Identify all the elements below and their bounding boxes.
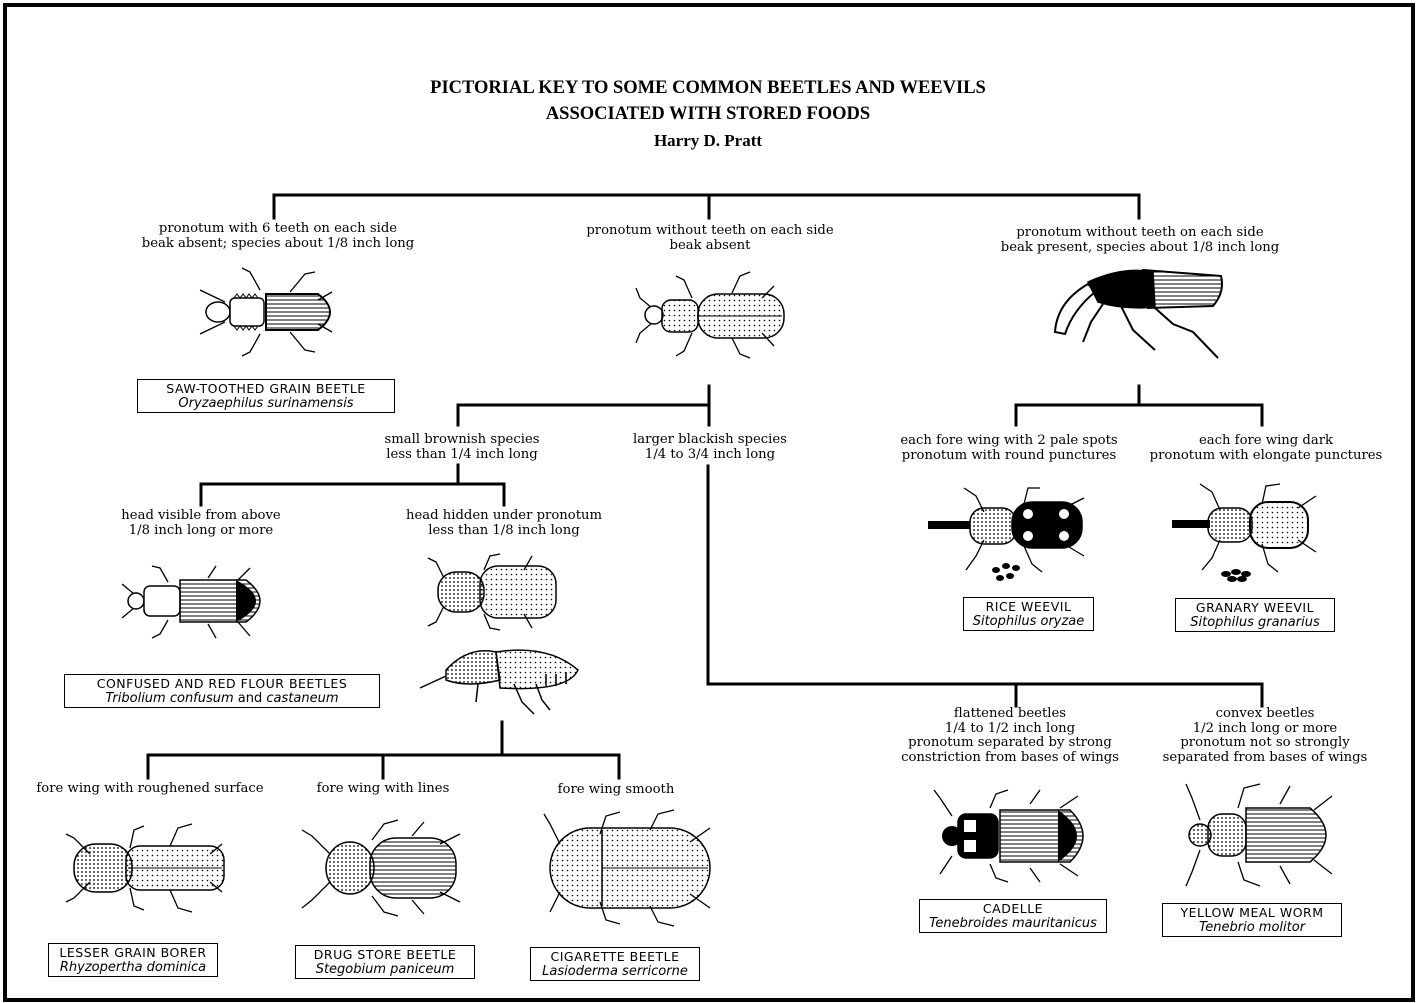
group-head-hidden-line2: less than 1/8 inch long bbox=[406, 524, 602, 539]
group-pale-spots-text: each fore wing with 2 pale spots pronotu… bbox=[900, 434, 1117, 463]
group-smooth-line1: fore wing smooth bbox=[558, 783, 675, 798]
species-label-lesser-grain-borer: LESSER GRAIN BORER Rhyzopertha dominica bbox=[48, 943, 218, 977]
group-teeth-text: pronotum with 6 teeth on each side beak … bbox=[142, 222, 415, 251]
group-flattened-text: flattened beetles 1/4 to 1/2 inch long p… bbox=[901, 707, 1119, 765]
group-smooth-text: fore wing smooth bbox=[558, 783, 675, 798]
group-wing-dark-line1: each fore wing dark bbox=[1150, 434, 1383, 449]
group-roughened-text: fore wing with roughened surface bbox=[36, 782, 263, 797]
group-convex-line1: convex beetles bbox=[1163, 707, 1368, 722]
granary-weevil-common-name: GRANARY WEEVIL bbox=[1180, 600, 1330, 615]
group-lines-line1: fore wing with lines bbox=[317, 782, 450, 797]
species-label-rice-weevil: RICE WEEVIL Sitophilus oryzae bbox=[963, 597, 1094, 631]
drug-store-common-name: DRUG STORE BEETLE bbox=[300, 947, 470, 962]
species-label-cadelle: CADELLE Tenebroides mauritanicus bbox=[919, 899, 1107, 933]
saw-toothed-grain-beetle-drawing bbox=[190, 262, 350, 362]
cigarette-scientific-name: Lasioderma serricorne bbox=[535, 964, 695, 979]
cadelle-scientific-name: Tenebroides mauritanicus bbox=[924, 916, 1102, 931]
confused-sci-and: and bbox=[234, 691, 267, 706]
group-larger-blackish-line1: larger blackish species bbox=[633, 433, 787, 448]
group-beak-line1: pronotum without teeth on each side bbox=[1001, 226, 1280, 241]
group-convex-line3: pronotum not so strongly bbox=[1163, 736, 1368, 751]
rice-weevil-scientific-name: Sitophilus oryzae bbox=[968, 614, 1089, 629]
group-convex-text: convex beetles 1/2 inch long or more pro… bbox=[1163, 707, 1368, 765]
group-beak-text: pronotum without teeth on each side beak… bbox=[1001, 226, 1280, 255]
head-hidden-beetle-side-drawing bbox=[418, 640, 588, 720]
confused-sci-b: castaneum bbox=[266, 691, 338, 706]
granary-weevil-drawing bbox=[1170, 480, 1340, 585]
cadelle-drawing bbox=[930, 786, 1100, 886]
granary-weevil-scientific-name: Sitophilus granarius bbox=[1180, 615, 1330, 630]
group-flattened-line4: constriction from bases of wings bbox=[901, 751, 1119, 766]
group-flattened-line2: 1/4 to 1/2 inch long bbox=[901, 722, 1119, 737]
group-pale-spots-line1: each fore wing with 2 pale spots bbox=[900, 434, 1117, 449]
group-pale-spots-line2: pronotum with round punctures bbox=[900, 449, 1117, 464]
lesser-grain-borer-common-name: LESSER GRAIN BORER bbox=[53, 945, 213, 960]
group-head-hidden-line1: head hidden under pronotum bbox=[406, 509, 602, 524]
group-head-visible-line2: 1/8 inch long or more bbox=[121, 524, 280, 539]
group-small-brownish-line2: less than 1/4 inch long bbox=[384, 448, 539, 463]
species-label-yellow-meal-worm: YELLOW MEAL WORM Tenebrio molitor bbox=[1162, 903, 1342, 937]
confused-common-name: CONFUSED AND RED FLOUR BEETLES bbox=[69, 676, 375, 691]
group-lines-text: fore wing with lines bbox=[317, 782, 450, 797]
mealworm-scientific-name: Tenebrio molitor bbox=[1167, 920, 1337, 935]
drug-store-beetle-drawing bbox=[300, 816, 470, 921]
rice-weevil-drawing bbox=[924, 484, 1104, 584]
group-small-brownish-line1: small brownish species bbox=[384, 433, 539, 448]
group-wing-dark-line2: pronotum with elongate punctures bbox=[1150, 449, 1383, 464]
head-hidden-beetle-top-drawing bbox=[424, 552, 564, 632]
group-head-hidden-text: head hidden under pronotum less than 1/8… bbox=[406, 509, 602, 538]
group-convex-line2: 1/2 inch long or more bbox=[1163, 722, 1368, 737]
group-small-brownish-text: small brownish species less than 1/4 inc… bbox=[384, 433, 539, 462]
group-larger-blackish-text: larger blackish species 1/4 to 3/4 inch … bbox=[633, 433, 787, 462]
weevil-side-view-drawing bbox=[1043, 262, 1233, 367]
group-no-teeth-line2: beak absent bbox=[586, 239, 833, 254]
species-label-cigarette: CIGARETTE BEETLE Lasioderma serricorne bbox=[530, 947, 700, 981]
central-beetle-drawing bbox=[632, 268, 792, 363]
group-flattened-line3: pronotum separated by strong bbox=[901, 736, 1119, 751]
group-teeth-line1: pronotum with 6 teeth on each side bbox=[142, 222, 415, 237]
species-label-saw-toothed: SAW-TOOTHED GRAIN BEETLE Oryzaephilus su… bbox=[137, 379, 395, 413]
drug-store-scientific-name: Stegobium paniceum bbox=[300, 962, 470, 977]
confused-scientific-name: Tribolium confusum and castaneum bbox=[69, 691, 375, 706]
group-flattened-line1: flattened beetles bbox=[901, 707, 1119, 722]
group-no-teeth-text: pronotum without teeth on each side beak… bbox=[586, 224, 833, 253]
group-wing-dark-text: each fore wing dark pronotum with elonga… bbox=[1150, 434, 1383, 463]
cadelle-common-name: CADELLE bbox=[924, 901, 1102, 916]
group-no-teeth-line1: pronotum without teeth on each side bbox=[586, 224, 833, 239]
confused-flour-beetle-drawing bbox=[118, 562, 278, 642]
lesser-grain-borer-scientific-name: Rhyzopertha dominica bbox=[53, 960, 213, 975]
lesser-grain-borer-drawing bbox=[60, 818, 230, 918]
cigarette-beetle-drawing bbox=[540, 808, 720, 928]
group-head-visible-text: head visible from above 1/8 inch long or… bbox=[121, 509, 280, 538]
confused-sci-a: Tribolium confusum bbox=[105, 691, 233, 706]
group-beak-line2: beak present, species about 1/8 inch lon… bbox=[1001, 241, 1280, 256]
group-teeth-line2: beak absent; species about 1/8 inch long bbox=[142, 237, 415, 252]
group-convex-line4: separated from bases of wings bbox=[1163, 751, 1368, 766]
group-larger-blackish-line2: 1/4 to 3/4 inch long bbox=[633, 448, 787, 463]
saw-toothed-scientific-name: Oryzaephilus surinamensis bbox=[142, 396, 390, 411]
species-label-drug-store: DRUG STORE BEETLE Stegobium paniceum bbox=[295, 945, 475, 979]
group-roughened-line1: fore wing with roughened surface bbox=[36, 782, 263, 797]
cigarette-common-name: CIGARETTE BEETLE bbox=[535, 949, 695, 964]
saw-toothed-common-name: SAW-TOOTHED GRAIN BEETLE bbox=[142, 381, 390, 396]
species-label-confused-red-flour: CONFUSED AND RED FLOUR BEETLES Tribolium… bbox=[64, 674, 380, 708]
species-label-granary-weevil: GRANARY WEEVIL Sitophilus granarius bbox=[1175, 598, 1335, 632]
group-head-visible-line1: head visible from above bbox=[121, 509, 280, 524]
mealworm-common-name: YELLOW MEAL WORM bbox=[1167, 905, 1337, 920]
yellow-meal-worm-beetle-drawing bbox=[1180, 780, 1350, 890]
rice-weevil-common-name: RICE WEEVIL bbox=[968, 599, 1089, 614]
